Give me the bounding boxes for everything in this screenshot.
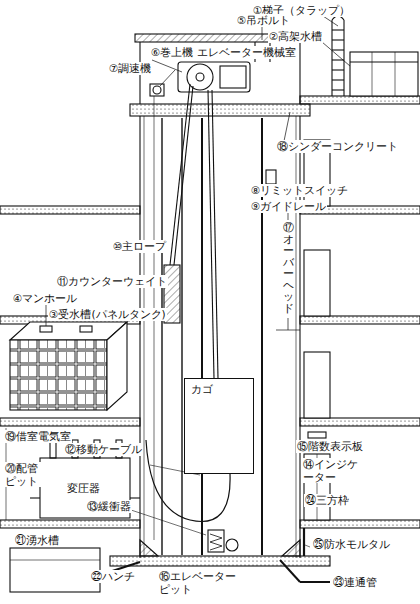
callout-label: ⑱シンダーコンクリート [276,140,399,153]
callout-label: ⑨ガイドレール [250,200,327,213]
callout-label: ⑦調速機 [108,62,152,75]
elevator-car: カゴ [184,378,254,474]
callout-label: ⑬緩衝器 [86,500,132,513]
callout-label: ⑥巻上機 [150,46,194,59]
callout-label: ⑰オーバーヘッド [282,222,295,314]
car-label: カゴ [185,379,253,401]
callout-label: ⑤吊ボルト [236,14,291,27]
callout-label: エレベーター機械室 [196,46,297,59]
callout-label: ㉕防水モルタル [312,538,391,551]
part-name: 変圧器 [66,482,101,495]
callout-label: ⑪カウンターウェイト [56,275,168,288]
callout-label: ㉓連通管 [332,576,378,589]
callout-label: ⑳配管 ピット [4,462,50,487]
callout-label: ⑮階数表示板 [296,440,364,453]
callout-label: ④マンホール [12,292,78,305]
callout-label: ⑭インジケーター [302,458,366,483]
callout-label: ⑲借室電気室 [4,430,72,443]
callout-label: ②高架水槽 [268,30,323,43]
callout-label: ⑩主ロープ [112,240,167,253]
callout-label: ③受水槽(パネルタンク) [48,308,167,321]
callout-label: ⑯エレベーター ピット [158,570,250,595]
callout-label: ㉑湧水槽 [14,534,60,547]
callout-label: ㉒ハンチ [90,570,136,583]
callout-label: ⑫移動ケーブル [64,443,143,456]
callout-label: ㉔三方枠 [304,494,350,507]
callout-label: ⑧リミットスイッチ [250,184,349,197]
